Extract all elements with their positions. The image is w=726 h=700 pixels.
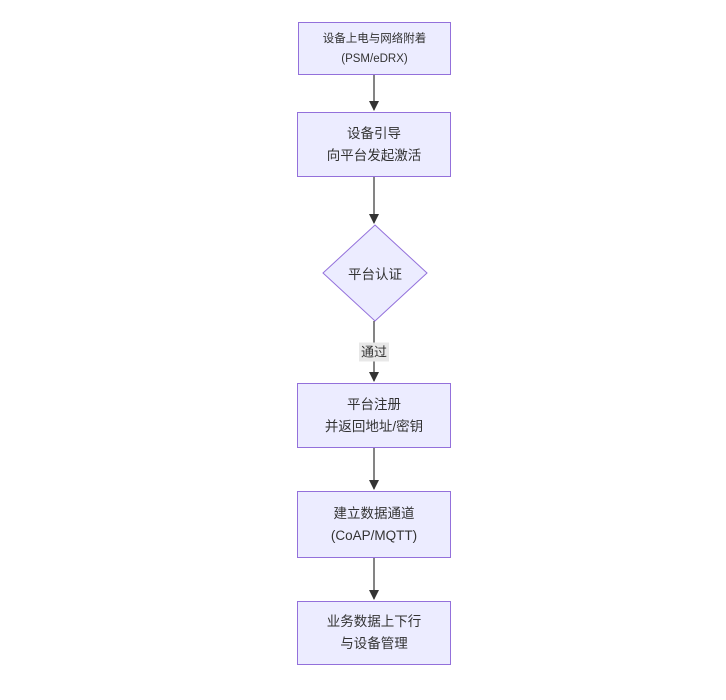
node-auth-label: 平台认证	[348, 267, 402, 282]
node-business: 业务数据上下行 与设备管理	[297, 601, 451, 665]
node-power-attach: 设备上电与网络附着 (PSM/eDRX)	[298, 22, 451, 75]
node-register-line1: 平台注册	[347, 396, 401, 412]
node-register-line2: 并返回地址/密钥	[324, 418, 424, 434]
node-business-line1: 业务数据上下行	[326, 614, 422, 629]
node-channel-line2: (CoAP/MQTT)	[330, 527, 418, 543]
edge-pass-label: 通过	[358, 342, 390, 362]
node-register: 平台注册 并返回地址/密钥	[297, 383, 451, 448]
node-channel-line1: 建立数据通道	[333, 505, 415, 521]
node-business-line2: 与设备管理	[340, 636, 408, 651]
node-bootstrap-line2: 向平台发起激活	[326, 147, 422, 163]
node-channel: 建立数据通道 (CoAP/MQTT)	[297, 491, 451, 558]
node-auth-diamond	[322, 224, 428, 322]
node-power-attach-line2: (PSM/eDRX)	[341, 52, 408, 65]
node-bootstrap-line1: 设备引导	[347, 125, 401, 141]
node-power-attach-line1: 设备上电与网络附着	[322, 32, 427, 45]
node-bootstrap: 设备引导 向平台发起激活	[297, 112, 451, 177]
